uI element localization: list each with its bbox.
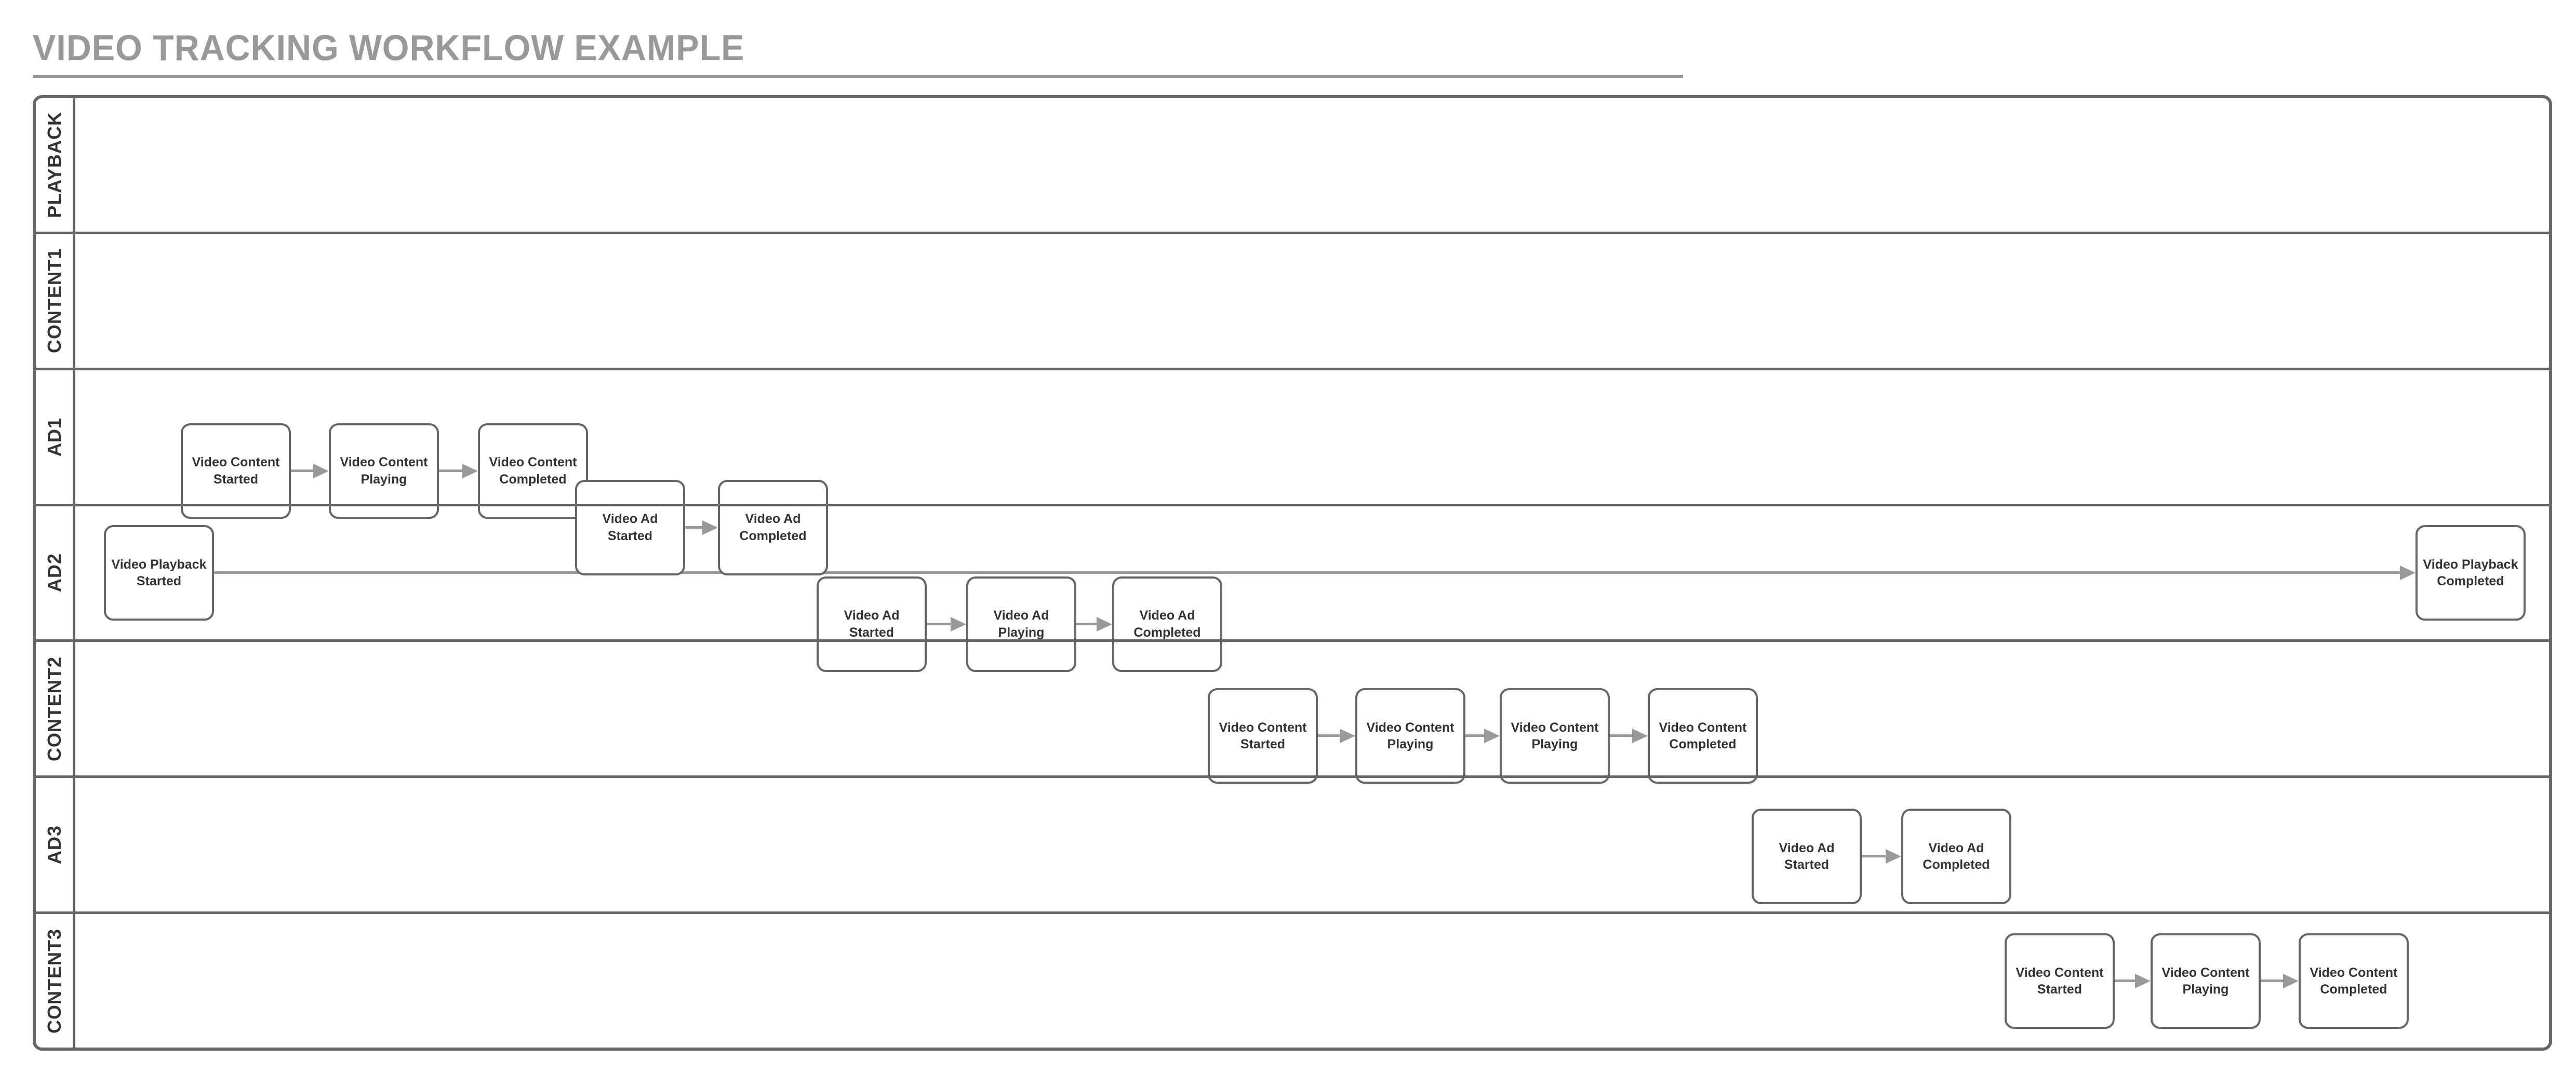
lane-label-cell: AD1 <box>36 370 75 504</box>
lane-label-cell: AD3 <box>36 778 75 912</box>
flow-node[interactable]: Video Ad Started <box>575 479 685 575</box>
arrow-head-icon <box>462 463 478 478</box>
flow-node[interactable]: Video Ad Started <box>1752 809 1862 905</box>
flow-node-label: Video Ad Completed <box>1133 608 1201 640</box>
flow-node[interactable]: Video Content Completed <box>1648 688 1758 784</box>
title-underline <box>33 75 1683 78</box>
arrow-line <box>685 526 705 529</box>
flow-node[interactable]: Video Ad Completed <box>718 479 828 575</box>
arrow-line <box>439 469 465 472</box>
flow-node[interactable]: Video Ad Completed <box>1901 809 2011 905</box>
flow-node[interactable]: Video Playback Started <box>104 525 214 621</box>
arrow-line <box>1318 734 1343 737</box>
flow-node-label: Video Ad Completed <box>739 512 807 543</box>
arrow-line <box>1076 622 1100 625</box>
flow-node-label: Video Content Playing <box>1366 720 1454 752</box>
flow-node[interactable]: Video Content Completed <box>478 423 588 519</box>
flow-node-label: Video Content Playing <box>340 455 428 487</box>
swimlane-content2: CONTENT2 Video Content Started Video Con… <box>36 639 2549 784</box>
arrow-head-icon <box>951 616 966 632</box>
arrow-head-icon <box>1484 729 1500 744</box>
swimlane-ad1: AD1 Video Ad Started Video Ad Completed <box>36 367 2549 575</box>
lane-label-cell: CONTENT1 <box>36 234 75 368</box>
arrow-head-icon <box>313 463 329 478</box>
flow-node[interactable]: Video Content Playing <box>1355 688 1465 784</box>
flow-node-label: Video Ad Playing <box>993 608 1049 640</box>
flow-node[interactable]: Video Content Started <box>1208 688 1318 784</box>
flow-node[interactable]: Video Ad Started <box>817 576 927 672</box>
lane-label: CONTENT2 <box>43 656 65 761</box>
flow-node-label: Video Content Playing <box>2161 965 2250 997</box>
lane-label-cell: PLAYBACK <box>36 98 75 232</box>
arrow-head-icon <box>2400 566 2415 580</box>
arrow-head-icon <box>1340 729 1355 744</box>
arrow-head-icon <box>1886 849 1901 864</box>
swimlane-content1: CONTENT1 Video Content Started Video Con… <box>36 231 2549 519</box>
flow-node-label: Video Ad Started <box>844 608 900 640</box>
arrow-head-icon <box>2135 974 2151 989</box>
flow-node-label: Video Content Started <box>2016 965 2104 997</box>
flow-node-label: Video Playback Completed <box>2423 557 2518 589</box>
flow-node-label: Video Content Completed <box>1659 720 1747 752</box>
flow-node-label: Video Content Completed <box>2310 965 2398 997</box>
lane-label: CONTENT3 <box>43 928 65 1034</box>
swimlane-ad3: AD3 Video Ad Started Video Ad Completed <box>36 775 2549 912</box>
page-title: VIDEO TRACKING WORKFLOW EXAMPLE <box>33 28 745 68</box>
flow-node[interactable]: Video Ad Playing <box>966 576 1076 672</box>
arrow-head-icon <box>1632 729 1648 744</box>
flow-node-label: Video Content Completed <box>489 455 577 487</box>
lane-label: CONTENT1 <box>43 248 65 354</box>
arrow-head-icon <box>1097 616 1112 632</box>
flow-node[interactable]: Video Content Started <box>2005 933 2115 1029</box>
lane-label-cell: AD2 <box>36 506 75 640</box>
swimlane-pool: PLAYBACK Video Playback Started Video Pl… <box>33 95 2552 1051</box>
flow-node-label: Video Playback Started <box>111 557 207 589</box>
lane-label: AD2 <box>43 553 65 593</box>
flow-node-label: Video Content Playing <box>1511 720 1599 752</box>
swimlane-ad2: AD2 Video Ad Started Video Ad Playing Vi… <box>36 503 2549 672</box>
flow-node[interactable]: Video Content Completed <box>2299 933 2409 1029</box>
arrow-line <box>1610 734 1635 737</box>
flow-node-label: Video Content Started <box>192 455 280 487</box>
flow-node[interactable]: Video Content Playing <box>329 423 439 519</box>
flow-node[interactable]: Video Content Playing <box>1500 688 1610 784</box>
arrow-line <box>291 469 316 472</box>
lane-label-cell: CONTENT2 <box>36 642 75 776</box>
lane-label: AD3 <box>43 825 65 865</box>
arrow-line <box>214 571 2403 574</box>
swimlane-content3: CONTENT3 Video Content Started Video Con… <box>36 911 2549 1048</box>
lane-label-cell: CONTENT3 <box>36 914 75 1048</box>
swimlane-playback: PLAYBACK Video Playback Started Video Pl… <box>36 98 2549 621</box>
arrow-line <box>927 622 954 625</box>
flow-node[interactable]: Video Playback Completed <box>2415 525 2526 621</box>
lane-label: AD1 <box>43 417 65 457</box>
arrow-line <box>1862 855 1889 858</box>
flow-node-label: Video Ad Started <box>602 512 658 543</box>
arrow-line <box>2261 979 2286 983</box>
lane-label: PLAYBACK <box>43 112 65 218</box>
arrow-line <box>1465 734 1487 737</box>
flow-node-label: Video Ad Completed <box>1923 840 1990 873</box>
flow-node-label: Video Ad Started <box>1779 840 1835 873</box>
arrow-line <box>2115 979 2138 983</box>
arrow-head-icon <box>702 520 718 535</box>
flow-node[interactable]: Video Content Playing <box>2151 933 2261 1029</box>
arrow-head-icon <box>2283 974 2299 989</box>
flow-node[interactable]: Video Content Started <box>181 423 291 519</box>
flow-node[interactable]: Video Ad Completed <box>1112 576 1222 672</box>
flow-node-label: Video Content Started <box>1219 720 1307 752</box>
